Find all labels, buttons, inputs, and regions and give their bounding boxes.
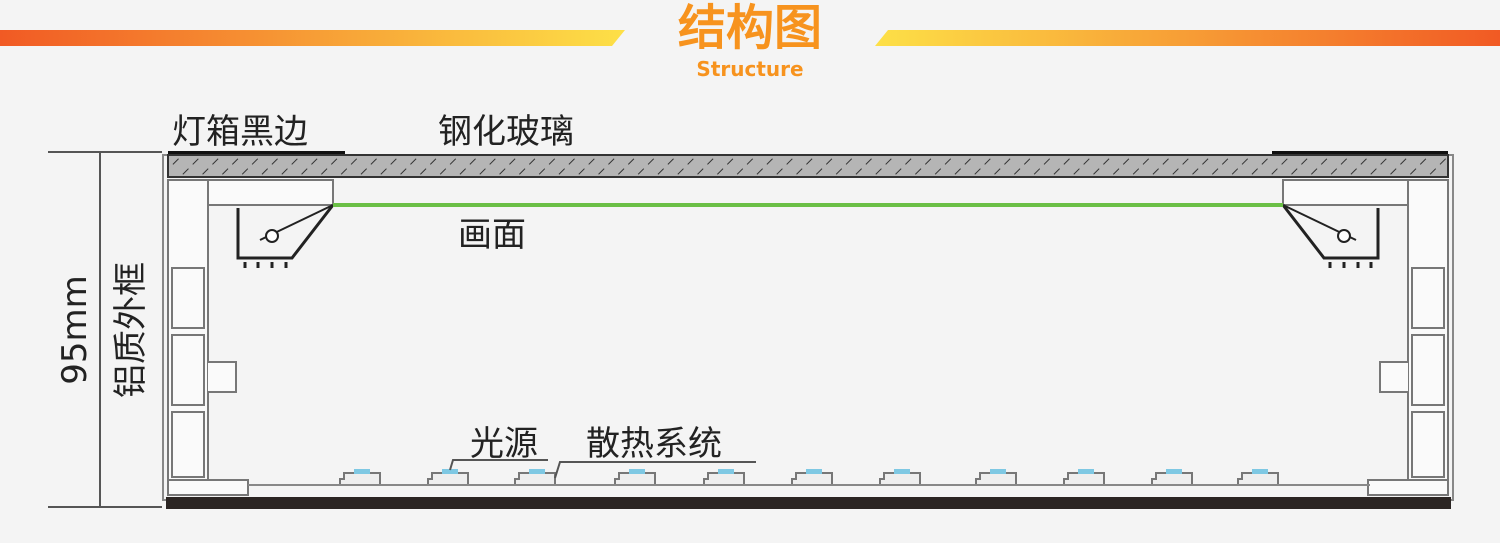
led-unit	[427, 469, 469, 484]
led-unit	[614, 469, 656, 484]
label-tempered-glass: 钢化玻璃	[438, 112, 574, 152]
led-unit	[1151, 469, 1193, 484]
led-housing	[879, 472, 921, 484]
led-group	[339, 469, 1279, 484]
led-chip	[806, 469, 822, 474]
tempered-glass	[167, 154, 1449, 178]
led-housing	[614, 472, 656, 484]
led-chip	[894, 469, 910, 474]
label-picture: 画面	[458, 215, 526, 255]
left-bracket	[236, 204, 335, 260]
led-housing	[1151, 472, 1193, 484]
page-title: 结构图	[678, 0, 822, 56]
label-light-source: 光源	[470, 424, 538, 464]
led-chip	[1166, 469, 1182, 474]
led-housing	[703, 472, 745, 484]
led-chip	[990, 469, 1006, 474]
led-chip	[529, 469, 545, 474]
led-unit	[339, 469, 381, 484]
led-unit	[975, 469, 1017, 484]
right-profile	[1281, 179, 1449, 496]
heat-dissipation-leader	[554, 461, 756, 479]
led-housing	[339, 472, 381, 484]
led-chip	[354, 469, 370, 474]
led-unit	[791, 469, 833, 484]
led-housing	[791, 472, 833, 484]
base-plate	[166, 497, 1451, 509]
label-heat-dissipation: 散热系统	[586, 424, 722, 464]
led-housing	[514, 472, 556, 484]
led-chip	[442, 469, 458, 474]
led-chip	[629, 469, 645, 474]
left-profile	[167, 179, 335, 496]
led-unit	[1063, 469, 1105, 484]
led-unit	[514, 469, 556, 484]
led-chip	[1078, 469, 1094, 474]
page-subtitle: Structure	[696, 57, 803, 81]
led-housing	[975, 472, 1017, 484]
label-depth: 95mm	[55, 275, 95, 385]
led-housing	[1063, 472, 1105, 484]
label-frame: 铝质外框	[111, 262, 151, 398]
led-chip	[718, 469, 734, 474]
led-housing	[1237, 472, 1279, 484]
led-chip	[1252, 469, 1268, 474]
led-unit	[703, 469, 745, 484]
led-unit	[1237, 469, 1279, 484]
led-unit	[879, 469, 921, 484]
led-housing	[427, 472, 469, 484]
header-bar-left	[0, 30, 625, 46]
header-bar-right	[875, 30, 1500, 46]
light-source-leader	[449, 459, 548, 471]
label-black-edge: 灯箱黑边	[172, 112, 308, 152]
